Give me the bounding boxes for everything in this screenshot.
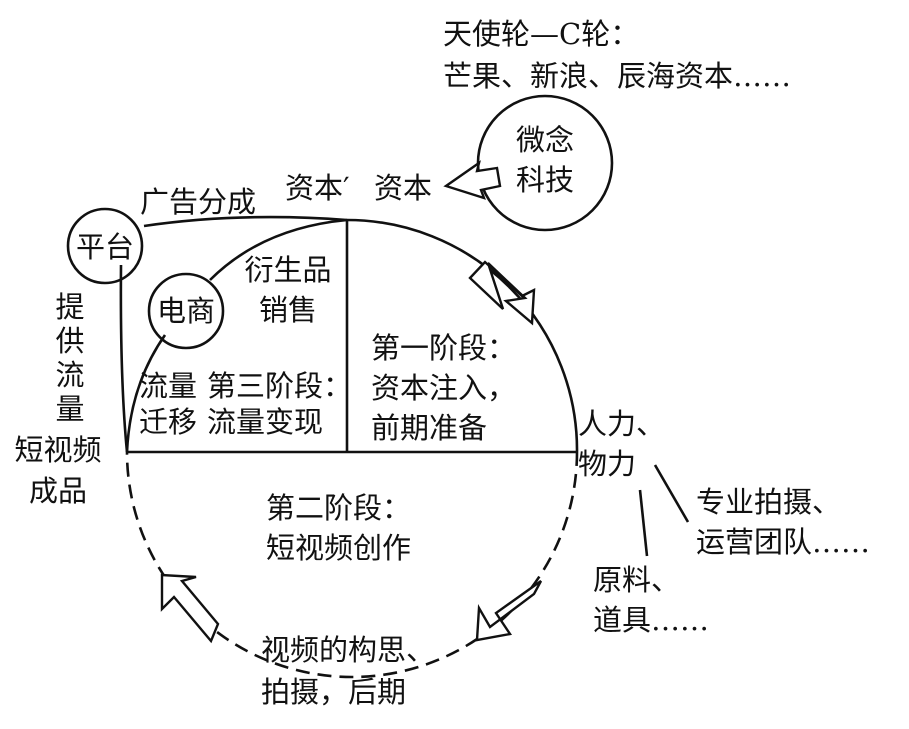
ecommerce-circle bbox=[147, 272, 225, 350]
derivative-sales-line1: 衍生品 bbox=[244, 253, 332, 287]
traffic-migration-line1: 流量 bbox=[139, 369, 198, 403]
arrow-stage3 bbox=[160, 573, 220, 644]
stage1-desc1: 资本注入， bbox=[371, 371, 517, 405]
capital-prime-label: 资本′ bbox=[285, 171, 350, 205]
platform-circle bbox=[66, 207, 144, 285]
short-video-product-line2: 成品 bbox=[28, 474, 87, 508]
short-video-product-line1: 短视频 bbox=[14, 433, 102, 467]
process-line2: 拍摄，后期 bbox=[261, 675, 407, 709]
main-circle-bottom-arc bbox=[125, 451, 579, 679]
materials-line2: 道具…… bbox=[593, 603, 710, 637]
stage3-title: 第三阶段： bbox=[207, 369, 353, 403]
process-line1: 视频的构思、 bbox=[261, 633, 436, 667]
team-line2: 运营团队…… bbox=[696, 525, 871, 559]
connector-line-team bbox=[653, 464, 690, 523]
arrow-company-to-capital bbox=[443, 160, 502, 200]
company-name-line1: 微念 bbox=[515, 123, 574, 157]
company-name-line2: 科技 bbox=[515, 163, 574, 197]
ecommerce-arc-upper bbox=[209, 218, 348, 281]
stage1-title: 第一阶段： bbox=[371, 331, 517, 365]
investor-rounds-label: 天使轮—C轮： bbox=[443, 17, 640, 51]
provide-traffic-label: 提供流量 bbox=[55, 290, 85, 426]
derivative-sales-line2: 销售 bbox=[258, 293, 317, 327]
platform-label: 平台 bbox=[75, 230, 134, 264]
manpower-line2: 物力 bbox=[578, 447, 637, 481]
stage2-title: 第二阶段： bbox=[266, 491, 412, 525]
team-line1: 专业拍摄、 bbox=[696, 485, 842, 519]
main-circle-top-arc bbox=[346, 218, 579, 453]
stage1-desc2: 前期准备 bbox=[371, 411, 488, 445]
investor-names-label: 芒果、新浪、辰海资本…… bbox=[443, 59, 792, 93]
stage3-desc: 流量变现 bbox=[207, 405, 324, 439]
ecommerce-label: 电商 bbox=[156, 294, 215, 328]
manpower-line1: 人力、 bbox=[578, 407, 666, 441]
provide-traffic-line bbox=[119, 264, 129, 453]
ad-share-label: 广告分成 bbox=[140, 185, 257, 219]
arrow-stage2 bbox=[475, 580, 543, 642]
ecommerce-arc-lower bbox=[125, 334, 167, 453]
arrow-stage1 bbox=[468, 260, 536, 326]
platform-top-curve bbox=[143, 215, 348, 228]
capital-label: 资本 bbox=[374, 171, 433, 205]
stage2-desc: 短视频创作 bbox=[266, 531, 412, 565]
connector-line-materials bbox=[638, 489, 649, 557]
materials-line1: 原料、 bbox=[593, 563, 681, 597]
traffic-migration-line2: 迁移 bbox=[139, 405, 198, 439]
